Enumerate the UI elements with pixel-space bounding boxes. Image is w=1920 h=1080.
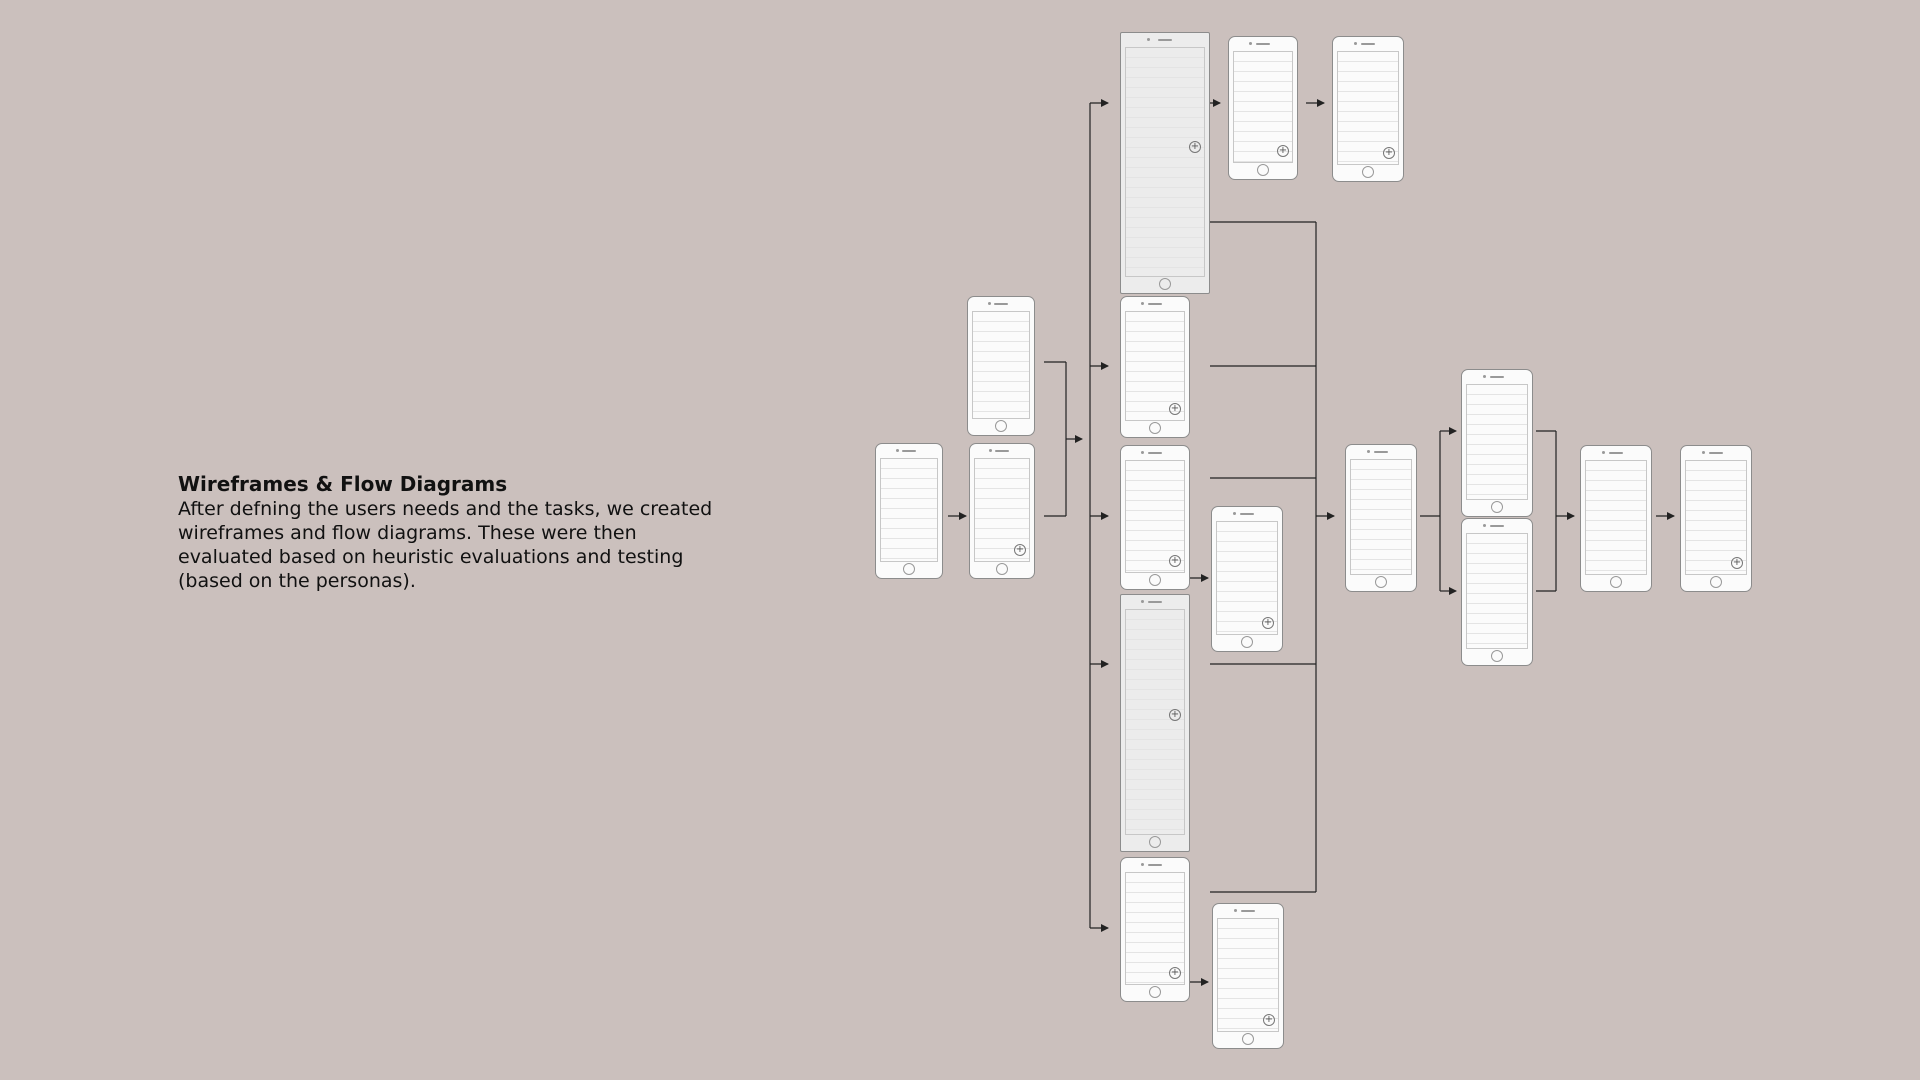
wireframe-map-screen: + xyxy=(1120,857,1190,1002)
wireframe-location-screen: + xyxy=(1212,903,1284,1049)
wireframe-results-screen: + xyxy=(1211,506,1283,652)
wireframe-confirmation-screen: + xyxy=(1680,445,1752,592)
wireframe-signup-screen: + xyxy=(969,443,1035,579)
intro-text-block: Wireframes & Flow Diagrams After defning… xyxy=(178,472,718,593)
section-description: After defning the users needs and the ta… xyxy=(178,498,713,592)
wireframe-review-screen xyxy=(1580,445,1652,592)
wireframe-profile-tall-screen: + xyxy=(1120,594,1190,852)
wireframe-notifications-screen: + xyxy=(1228,36,1298,180)
wireframe-start-screen xyxy=(875,443,943,579)
wireframe-ranking-screen: + xyxy=(1120,296,1190,438)
wireframe-spot-form-screen xyxy=(1461,518,1533,666)
section-title: Wireframes & Flow Diagrams xyxy=(178,472,508,496)
wireframe-home-tall-screen: + xyxy=(1120,32,1210,294)
wireframe-photo-screen xyxy=(1461,369,1533,517)
wireframe-search-screen: + xyxy=(1120,445,1190,590)
wireframe-eco-spots-screen xyxy=(967,296,1035,436)
wireframe-settings-screen: + xyxy=(1332,36,1404,182)
wireframe-new-spot-screen xyxy=(1345,444,1417,592)
